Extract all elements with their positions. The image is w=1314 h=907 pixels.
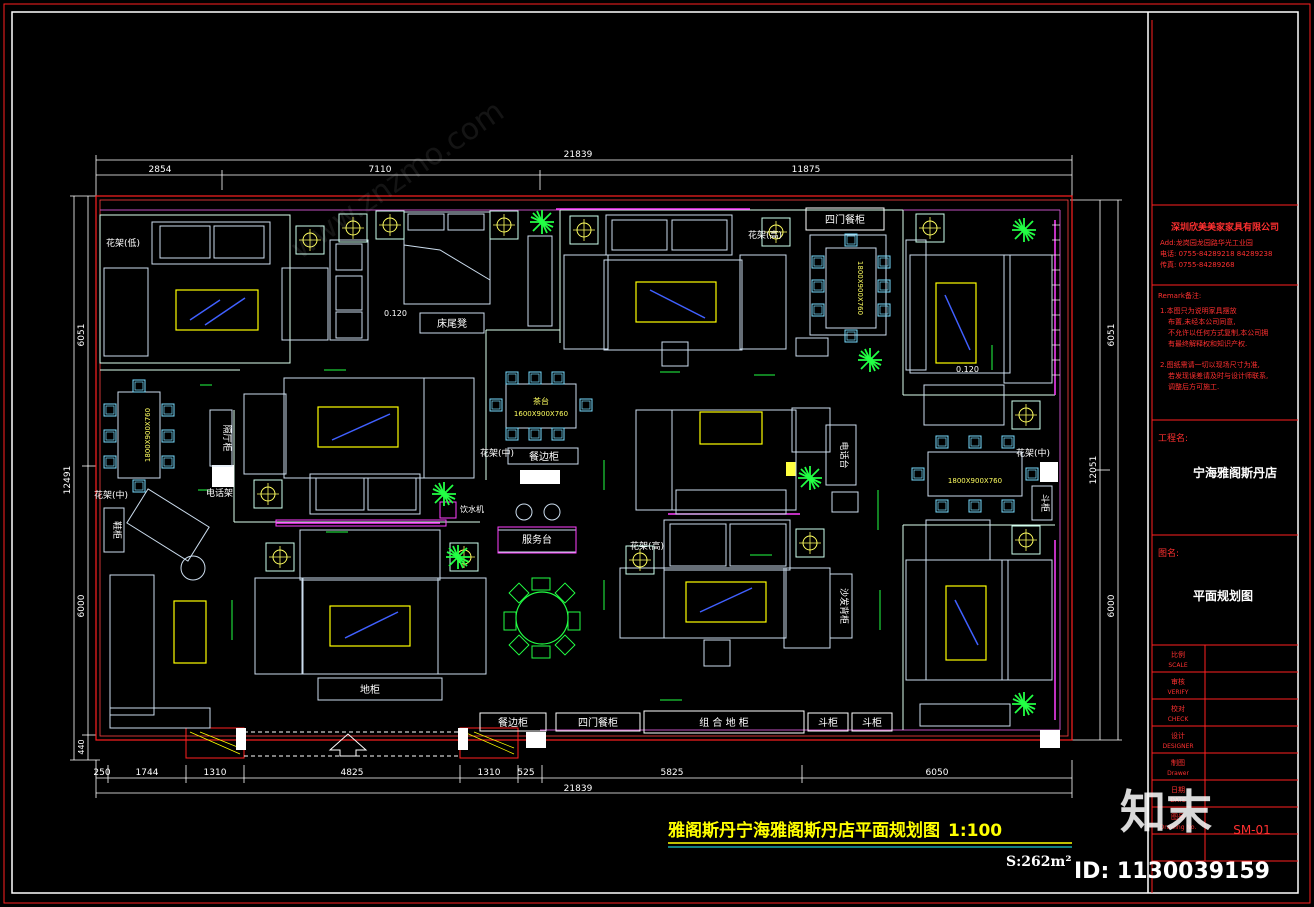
label-table-1: 1800X900X760 (144, 408, 152, 462)
label-table-2: 1800X900X760 (856, 261, 864, 315)
tb-remark-2c: 调整后方可施工. (1168, 382, 1219, 391)
dim-bottom-seg7: 5825 (661, 768, 684, 778)
dim-left-seg2: 6000 (77, 594, 87, 617)
dim-bottom-seg6: 525 (517, 768, 534, 778)
label-table-3: 1600X900X760 (514, 410, 568, 418)
dim-left-total: 12491 (63, 466, 73, 495)
tb-row-scale-en: SCALE (1168, 662, 1187, 669)
tb-remark-1c: 不允许以任何方式复制,本公司拥 (1168, 328, 1268, 337)
dim-bottom-seg5: 1310 (478, 768, 501, 778)
tb-company: 深圳欣美美家家具有限公司 (1171, 221, 1279, 233)
label-flower-stand-1: 花架(低) (106, 237, 140, 249)
tb-row-date-en: DATE (1170, 797, 1186, 804)
label-chest-2: 斗柜 (862, 716, 882, 729)
label-phone-stand-1: 电话架 (206, 487, 233, 499)
dim-left-seg3: 440 (77, 739, 86, 754)
label-flower-stand-4: 花架(中) (480, 447, 514, 459)
tb-remark-1b: 布置,未经本公司同意, (1168, 317, 1235, 326)
tb-addr: Add:龙岗园龙园路华光工业园 (1160, 238, 1253, 247)
dim-bottom-total: 21839 (564, 784, 593, 794)
label-sofa-back-cabinet: 沙发背柜 (838, 588, 850, 624)
tb-row-verify: 审核 (1171, 677, 1185, 686)
label-flower-stand-6: 花架(中) (1016, 447, 1050, 459)
label-level-2: 0.120 (956, 365, 979, 374)
dim-right-seg1: 6051 (1107, 324, 1117, 347)
tb-row-scale: 比例 (1171, 650, 1185, 659)
watermark-site: www.znzmo.com (285, 94, 511, 267)
dim-bottom-seg8: 6050 (926, 768, 949, 778)
dim-top-seg2: 7110 (369, 165, 392, 175)
watermark-brand: 知末 (1120, 785, 1212, 839)
label-partition: 隔厅柜 (221, 424, 233, 451)
label-water-dispenser: 饮水机 (460, 504, 484, 514)
tb-remark-2b: 若发现误差请及时与设计师联系, (1168, 371, 1268, 380)
tb-project-name: 宁海雅阁斯丹店 (1193, 465, 1277, 480)
label-chest-1: 斗柜 (818, 716, 838, 729)
tb-fax: 传真: 0755-84289268 (1160, 260, 1235, 269)
label-phone-stand-2: 电话台 (838, 441, 850, 468)
tb-drawing-name: 平面规划图 (1193, 588, 1253, 603)
label-four-door-cabinet-bottom: 四门餐柜 (578, 716, 618, 729)
label-chest-3: 斗柜 (1039, 494, 1051, 512)
dim-right-total: 12051 (1089, 456, 1099, 485)
tb-remark-1a: 1.本图只为说明家具摆放 (1160, 306, 1237, 315)
tb-remark-heading: Remark备注: (1158, 291, 1201, 300)
dim-bottom-seg3: 1310 (204, 768, 227, 778)
label-flower-stand-3: 花架(中) (94, 489, 128, 501)
tb-row-draw-en: Drawer (1167, 770, 1189, 777)
label-floor-cabinet: 地柜 (360, 683, 380, 696)
label-shoe-cabinet: 鞋柜 (111, 521, 123, 539)
tb-row-design-en: DESIGNER (1162, 743, 1193, 750)
drawing-area: S:262m² (1006, 854, 1071, 870)
label-bed-end-stool: 床尾凳 (437, 317, 467, 330)
label-level-1: 0.120 (384, 309, 407, 318)
label-combo-floor-cabinet: 组 合 地 柜 (699, 716, 749, 729)
dim-top-seg3: 11875 (792, 165, 821, 175)
label-four-door-cabinet-top: 四门餐柜 (825, 213, 865, 226)
tb-drawing-no: SM-01 (1233, 823, 1271, 837)
dim-right-seg2: 6000 (1107, 594, 1117, 617)
tb-project-label: 工程名: (1158, 432, 1188, 444)
dim-top-seg1: 2854 (149, 165, 172, 175)
dim-top-total: 21839 (564, 150, 593, 160)
label-sideboard-top: 餐边柜 (529, 450, 559, 463)
tb-row-date: 日期 (1171, 786, 1185, 794)
watermark-id: ID: 1130039159 (1074, 859, 1270, 884)
tb-row-no-en: Drawing No. (1160, 824, 1197, 831)
tb-row-design: 设计 (1171, 731, 1185, 740)
dim-bottom-seg4: 4825 (341, 768, 364, 778)
tb-row-check: 校对 (1171, 704, 1185, 713)
tb-remark-2a: 2.图纸需请一切以现场尺寸为准, (1160, 360, 1260, 369)
tb-row-check-en: CHECK (1168, 716, 1190, 723)
tb-tel: 电话: 0755-84289218 84289238 (1160, 249, 1272, 258)
label-flower-stand-5: 花架(高) (630, 540, 664, 552)
dim-bottom-seg2: 1744 (136, 768, 159, 778)
label-coffee: 茶台 (533, 396, 549, 406)
tb-row-verify-en: VERIFY (1168, 689, 1189, 696)
dim-left-seg1: 6051 (77, 324, 87, 347)
label-flower-stand-2: 花架(高) (748, 229, 782, 241)
tb-row-no: 图号 (1171, 813, 1185, 821)
label-table-4: 1800X900X760 (948, 477, 1002, 485)
tb-row-draw: 制图 (1171, 758, 1185, 767)
label-service-desk: 服务台 (522, 533, 552, 546)
tb-drawing-label: 图名: (1158, 547, 1179, 559)
tb-remark-1d: 有最终解释权和知识产权. (1168, 339, 1247, 348)
dim-bottom-seg1: 250 (93, 768, 110, 778)
label-sideboard-bottom: 餐边柜 (498, 716, 528, 729)
